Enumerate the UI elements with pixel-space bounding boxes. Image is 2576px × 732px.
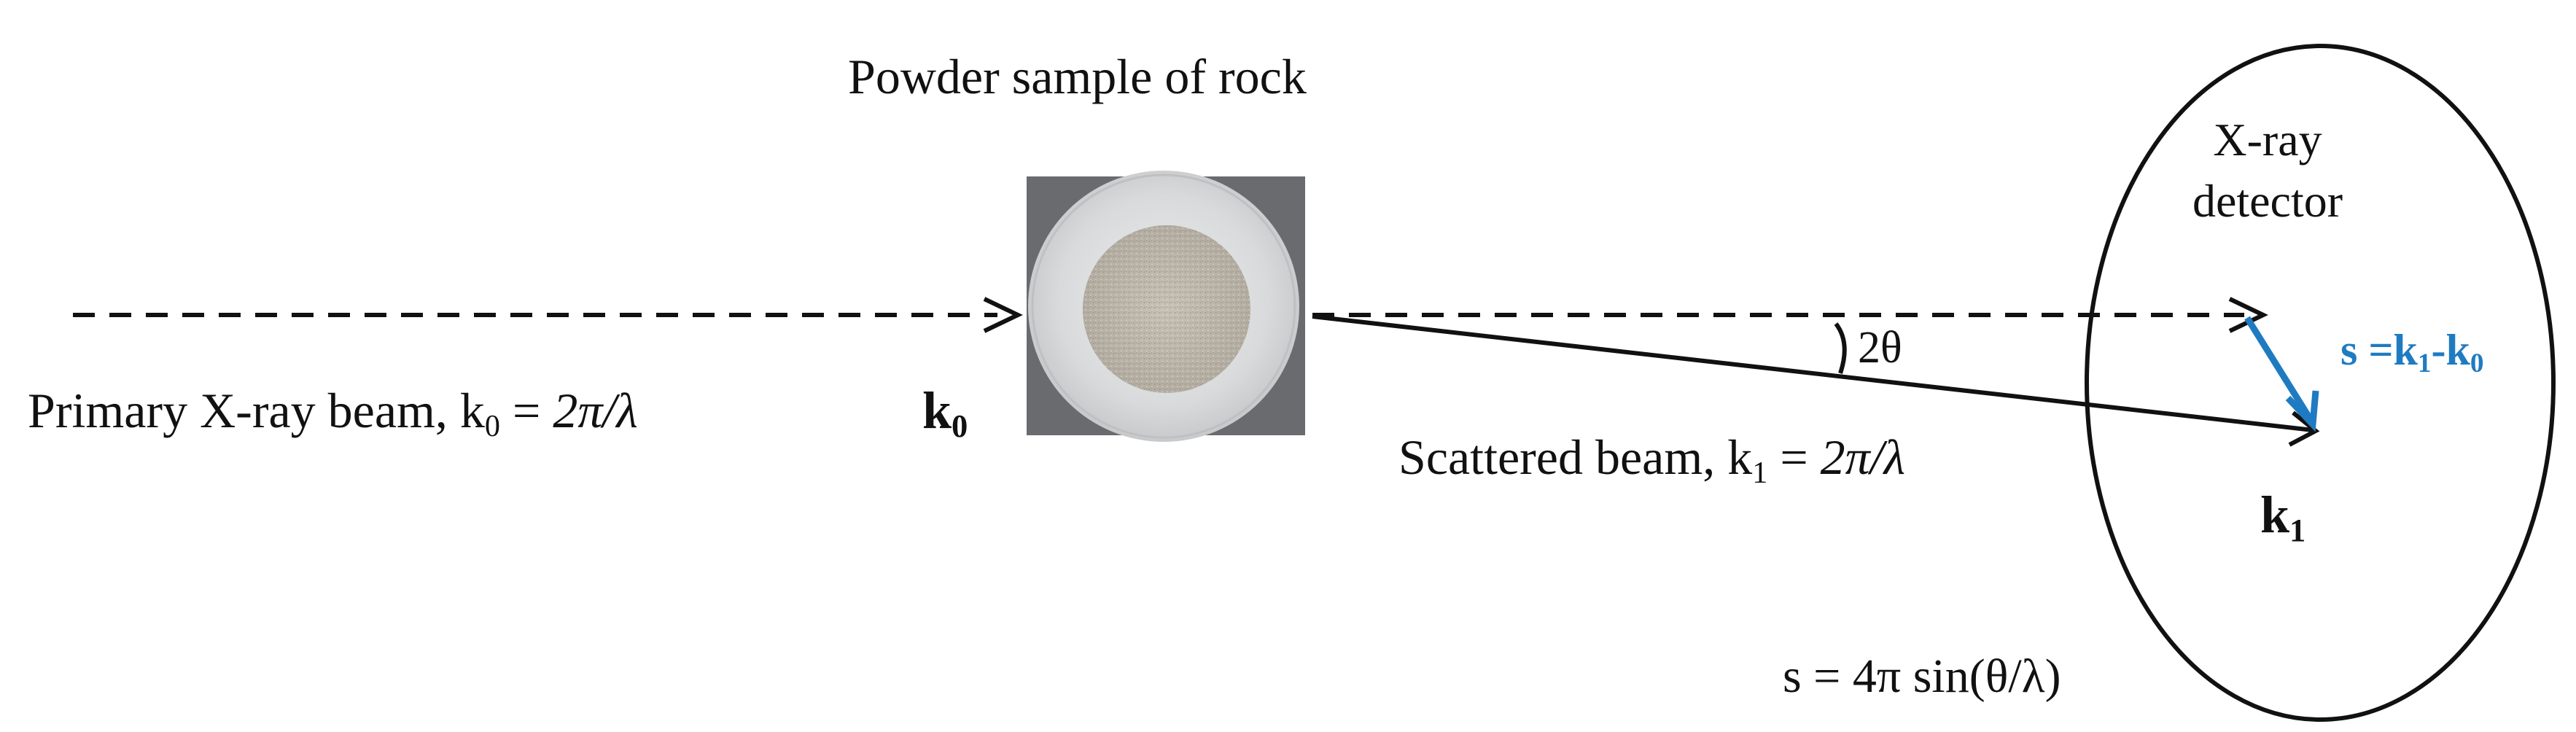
powder-sample-photo: [1027, 171, 1305, 442]
detector-label-line2: detector: [2192, 175, 2343, 227]
angle-arc: [1834, 322, 1847, 374]
detector-label-line1: X-ray: [2213, 114, 2322, 166]
k1-letter: k: [2260, 486, 2290, 544]
scattered-beam-formula: 2π/λ: [1820, 429, 1906, 485]
sample-title: Powder sample of rock: [848, 49, 1307, 104]
primary-beam-text: Primary X-ray beam, k: [28, 383, 485, 438]
scattering-vector-line: [2244, 316, 2313, 421]
scattered-beam-arrowhead: [2288, 410, 2320, 447]
scattering-vector-arrowhead: [2285, 390, 2319, 432]
transmitted-beam-arrowhead: [2228, 297, 2268, 333]
scattered-beam-line: [1312, 314, 2314, 432]
k0-label: k0: [922, 381, 968, 445]
primary-beam-formula: 2π/λ: [553, 383, 638, 438]
primary-beam-eq: =: [500, 383, 553, 438]
primary-beam-sub: 0: [484, 408, 500, 443]
detector-ellipse: [2085, 44, 2556, 722]
angle-label: 2θ: [1858, 323, 1902, 373]
svec-sub2: 0: [2470, 349, 2484, 379]
k0-sub: 0: [952, 408, 968, 445]
scattered-beam-eq: =: [1767, 429, 1821, 485]
scattered-beam-label: Scattered beam, k1 = 2π/λ: [1398, 429, 1906, 490]
scattered-beam-text: Scattered beam, k: [1398, 429, 1753, 485]
detector-label: X-ray detector: [2166, 109, 2370, 232]
primary-beam-arrowhead: [983, 297, 1023, 333]
svec-mid: -k: [2431, 326, 2470, 374]
scattering-formula: s = 4π sin(θ/λ): [1783, 650, 2061, 703]
primary-beam-label: Primary X-ray beam, k0 = 2π/λ: [28, 382, 638, 443]
k1-sub: 1: [2289, 512, 2306, 549]
k1-label: k1: [2260, 485, 2306, 549]
svec-prefix: s =k: [2340, 326, 2418, 374]
scattering-vector-label: s =k1-k0: [2340, 325, 2484, 379]
k0-letter: k: [922, 381, 952, 440]
svec-sub1: 1: [2417, 349, 2432, 379]
scattered-beam-sub: 1: [1752, 455, 1768, 490]
